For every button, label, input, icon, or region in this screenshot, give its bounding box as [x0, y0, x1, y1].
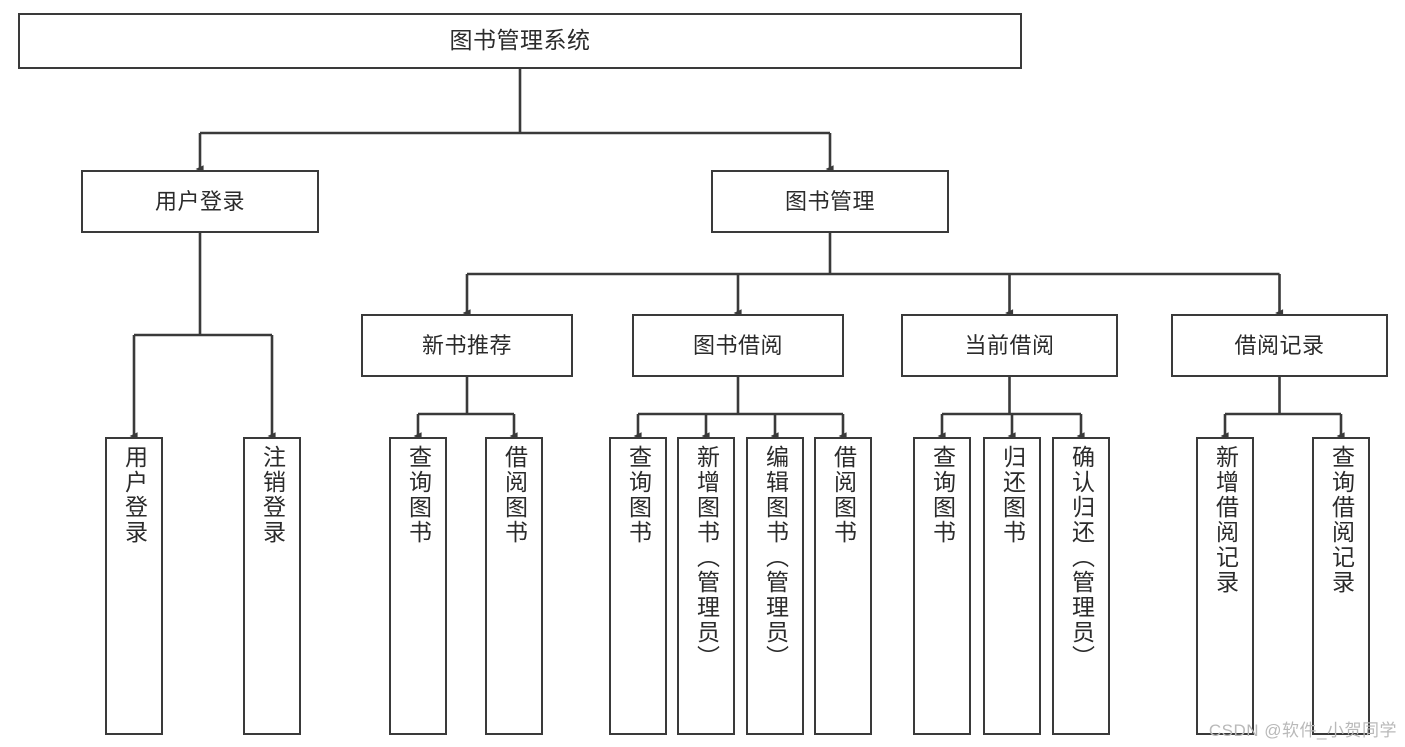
node-user-login[interactable]: 用户登录: [81, 170, 319, 233]
node-new-book-rec[interactable]: 新书推荐: [361, 314, 573, 377]
node-leaf-confirm-return[interactable]: 确认归还（管理员）: [1052, 437, 1110, 735]
node-label: 当前借阅: [964, 332, 1055, 358]
node-leaf-borrow-book-1[interactable]: 借阅图书: [485, 437, 543, 735]
node-label: 新增借阅记录: [1212, 445, 1239, 595]
node-label: 查询图书: [625, 445, 652, 545]
csdn-watermark: CSDN @软件_小贺同学: [1208, 721, 1397, 740]
node-label: 查询图书: [929, 445, 956, 545]
node-label: 新书推荐: [421, 332, 512, 358]
node-leaf-query-book-2[interactable]: 查询图书: [609, 437, 667, 735]
node-label: 借阅记录: [1234, 332, 1325, 358]
node-label: 新增图书（管理员）: [693, 445, 720, 670]
node-label: 确认归还（管理员）: [1068, 445, 1095, 670]
node-book-borrow[interactable]: 图书借阅: [632, 314, 844, 377]
node-label: 借阅图书: [830, 445, 857, 545]
node-book-manage[interactable]: 图书管理: [711, 170, 949, 233]
node-leaf-borrow-book-2[interactable]: 借阅图书: [814, 437, 872, 735]
node-label: 图书管理系统: [449, 27, 591, 54]
node-leaf-query-book-3[interactable]: 查询图书: [913, 437, 971, 735]
node-leaf-logout[interactable]: 注销登录: [243, 437, 301, 735]
node-leaf-add-book[interactable]: 新增图书（管理员）: [677, 437, 735, 735]
node-label: 注销登录: [259, 445, 286, 545]
node-label: 图书管理: [784, 188, 875, 214]
node-label: 用户登录: [121, 445, 148, 545]
node-root-system[interactable]: 图书管理系统: [18, 13, 1022, 69]
node-label: 用户登录: [154, 188, 245, 214]
node-leaf-query-record[interactable]: 查询借阅记录: [1312, 437, 1370, 735]
node-leaf-user-login[interactable]: 用户登录: [105, 437, 163, 735]
node-label: 借阅图书: [501, 445, 528, 545]
node-leaf-query-book-1[interactable]: 查询图书: [389, 437, 447, 735]
node-label: 归还图书: [999, 445, 1026, 545]
node-label: 查询图书: [405, 445, 432, 545]
node-leaf-edit-book[interactable]: 编辑图书（管理员）: [746, 437, 804, 735]
node-current-borrow[interactable]: 当前借阅: [901, 314, 1118, 377]
node-leaf-add-record[interactable]: 新增借阅记录: [1196, 437, 1254, 735]
node-label: 查询借阅记录: [1328, 445, 1355, 595]
node-borrow-record[interactable]: 借阅记录: [1171, 314, 1388, 377]
node-label: 编辑图书（管理员）: [762, 445, 789, 670]
node-label: 图书借阅: [692, 332, 783, 358]
node-leaf-return-book[interactable]: 归还图书: [983, 437, 1041, 735]
